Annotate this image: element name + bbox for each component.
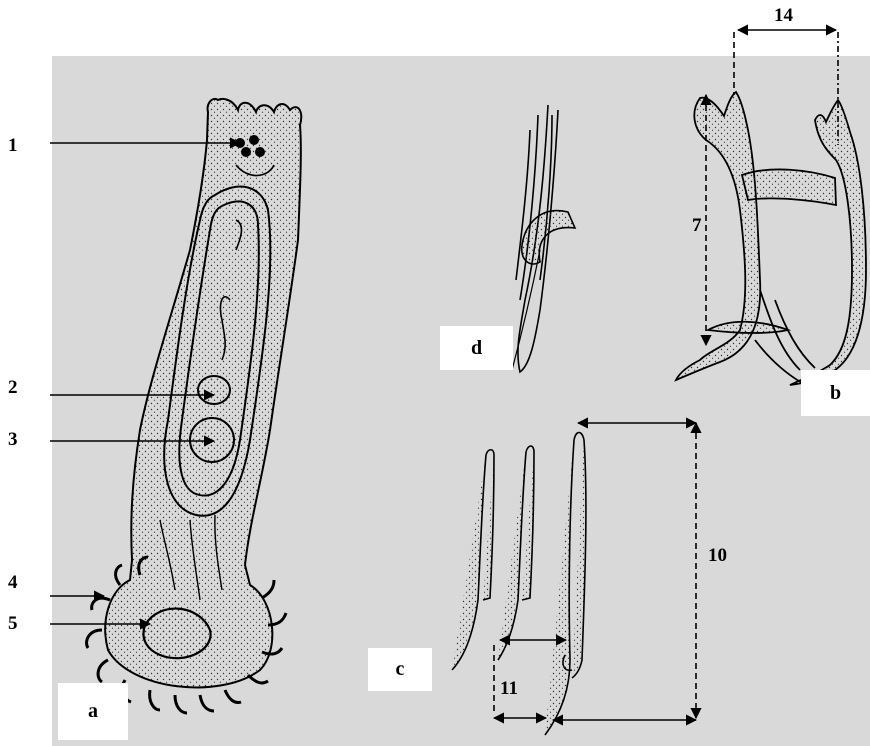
callout-7-label: 7 [692,216,702,235]
callout-14-label: 14 [774,6,793,25]
panel-d-label: d [440,326,513,370]
callout-10-label: 10 [708,546,727,565]
panel-b-label: b [801,370,870,416]
specimen-a-body [87,99,302,713]
specimen-c-bars [452,433,586,736]
callout-1-label: 1 [8,136,18,155]
panel-c-label: c [368,648,432,691]
callout-3-label: 3 [8,430,18,449]
callout-4-label: 4 [8,573,18,592]
specimen-d-organ [512,105,575,372]
specimen-b-anchors [676,92,866,388]
panel-a-label: a [58,683,128,740]
callout-2-label: 2 [8,378,18,397]
callout-5-label: 5 [8,614,18,633]
callout-11-label: 11 [500,679,518,698]
